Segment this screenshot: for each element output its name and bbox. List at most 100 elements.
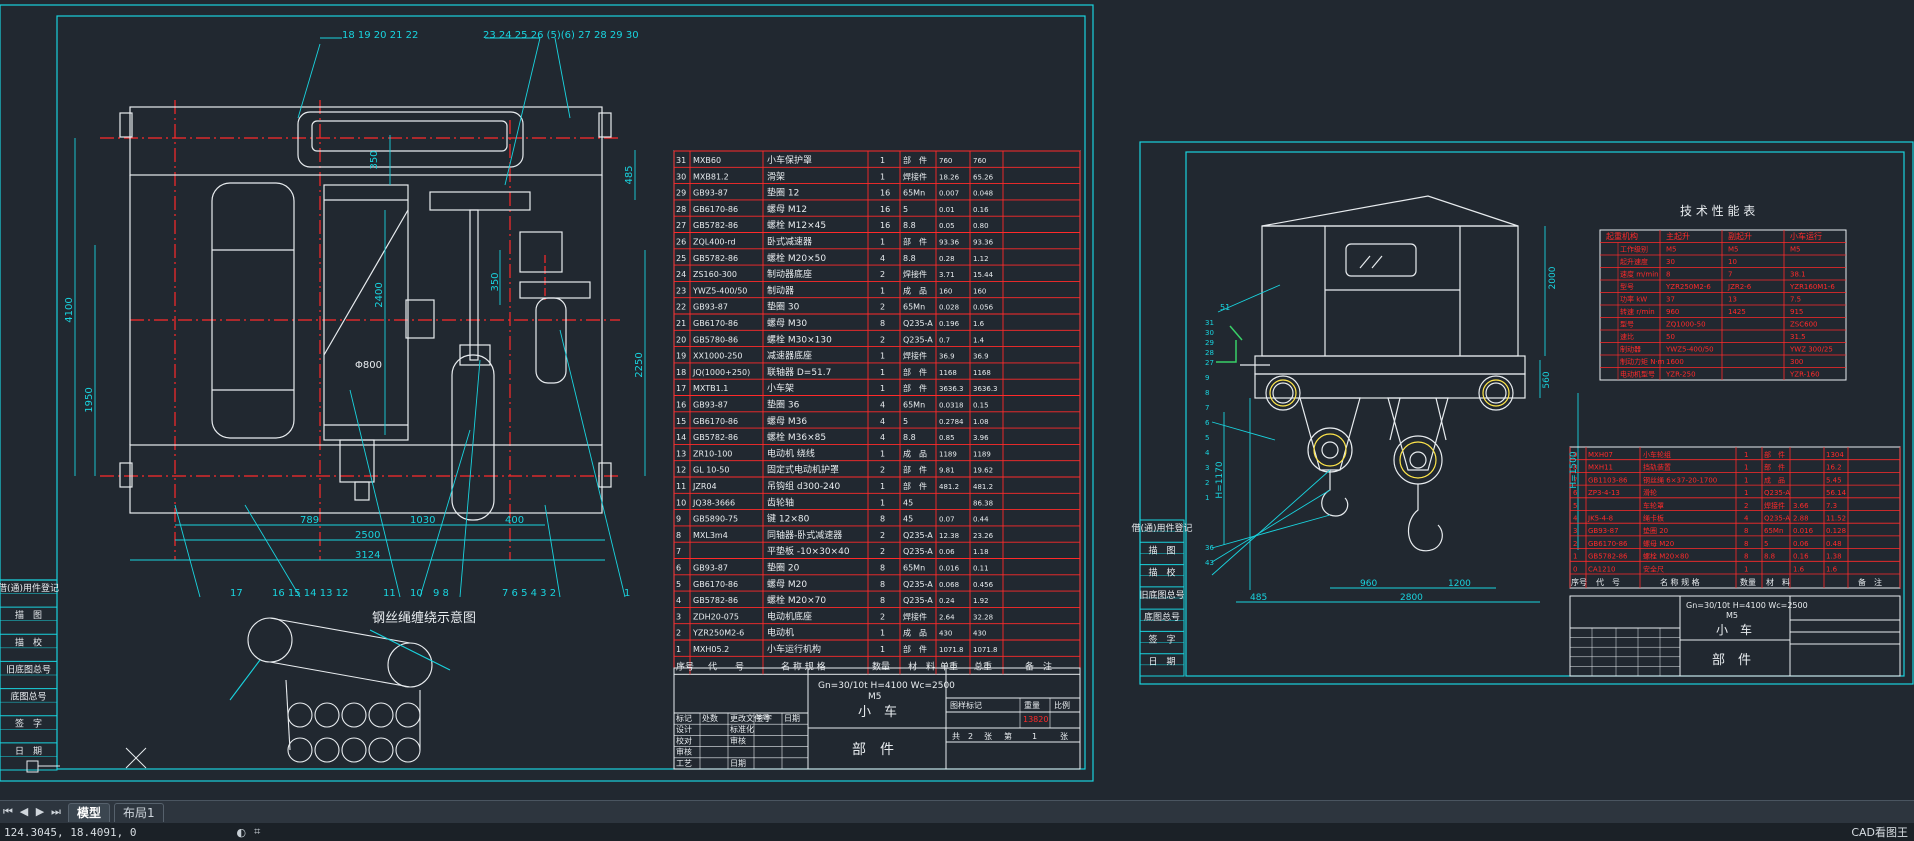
performance-cell: M5 bbox=[1728, 246, 1739, 254]
parts-cell-weight: 0.85 bbox=[939, 434, 955, 442]
parts2-cell: 56.14 bbox=[1826, 489, 1847, 497]
tab-model[interactable]: 模型 bbox=[68, 802, 111, 822]
parts-cell-name: 垫圈 36 bbox=[767, 399, 800, 411]
parts-cell-num: 6 bbox=[676, 564, 681, 573]
title-spec: Gn=30/10t H=4100 Wc=2500 bbox=[1686, 601, 1808, 610]
parts-cell-name: 螺栓 M12×45 bbox=[767, 219, 826, 231]
last-tab-icon[interactable]: ⏭ bbox=[51, 805, 61, 818]
parts-cell-qty: 16 bbox=[880, 189, 890, 198]
parts-cell-weight: 160 bbox=[939, 287, 952, 295]
strip-label: 日 期 bbox=[1148, 657, 1175, 668]
callout-number: 2 bbox=[1205, 479, 1209, 487]
parts-cell-name: 螺母 M36 bbox=[767, 416, 807, 427]
parts-cell-num: 20 bbox=[676, 335, 686, 344]
parts-cell-code: GB6170-86 bbox=[693, 319, 738, 328]
parts-cell-material: 部 件 bbox=[903, 155, 927, 165]
tab-layout1[interactable]: 布局1 bbox=[114, 802, 164, 822]
parts-cell-weight: 0.0318 bbox=[939, 402, 964, 410]
parts-cell-num: 28 bbox=[676, 205, 686, 214]
parts-cell-name: 减速器底座 bbox=[767, 350, 812, 362]
parts-cell-weight: 93.36 bbox=[939, 239, 960, 247]
parts-cell-material: 65Mn bbox=[903, 189, 925, 198]
performance-cell: 工作级别 bbox=[1620, 245, 1648, 254]
parts-cell-num: 17 bbox=[676, 384, 686, 393]
status-bar: 124.3045, 18.4091, 0 ◐ ⌗ CAD看图王 bbox=[0, 823, 1914, 841]
parts-cell-code: GB93-87 bbox=[693, 303, 728, 312]
parts-cell-total: 0.80 bbox=[973, 222, 989, 230]
parts2-cell: 8 bbox=[1744, 527, 1748, 535]
parts-cell-total: 93.36 bbox=[973, 239, 994, 247]
grid-toggle-icon[interactable]: ⌗ bbox=[254, 825, 261, 838]
performance-cell: M5 bbox=[1790, 246, 1801, 254]
parts-cell-weight: 12.38 bbox=[939, 532, 959, 540]
performance-cell: YWZ 300/25 bbox=[1789, 346, 1833, 354]
parts-cell-material: 65Mn bbox=[903, 401, 925, 410]
parts-cell-name: 电动机底座 bbox=[767, 610, 812, 622]
parts-cell-code: MXL3m4 bbox=[693, 531, 728, 540]
titleblock-cell: 标准化 bbox=[730, 724, 754, 734]
parts-cell-material: 部 件 bbox=[903, 367, 927, 377]
dimension-label: H=1500 bbox=[1569, 451, 1579, 488]
parts-cell-material: Q235-A bbox=[903, 596, 933, 605]
title-spec: Gn=30/10t H=4100 Wc=2500 bbox=[818, 681, 955, 691]
parts-cell-num: 23 bbox=[676, 286, 686, 295]
performance-cell: 1425 bbox=[1728, 308, 1746, 316]
callout-label: 23 24 25 26 (5)(6) 27 28 29 30 bbox=[483, 30, 639, 41]
snap-toggle-icon[interactable]: ◐ bbox=[236, 825, 247, 839]
next-tab-icon[interactable]: ▶ bbox=[35, 805, 45, 818]
parts-cell-material: 焊接件 bbox=[903, 171, 927, 181]
parts-cell-name: 小车架 bbox=[767, 382, 794, 394]
parts-cell-material: 成 品 bbox=[903, 448, 927, 458]
parts-cell-num: 8 bbox=[676, 531, 681, 540]
titleblock-cell: 日期 bbox=[784, 714, 800, 723]
parts-cell-num: 1 bbox=[676, 645, 681, 654]
performance-cell: 300 bbox=[1790, 358, 1803, 366]
parts-cell-num: 4 bbox=[676, 596, 681, 605]
parts2-cell: 钢丝绳 6×37-20-1700 bbox=[1643, 475, 1717, 484]
parts-cell-qty: 2 bbox=[880, 335, 885, 344]
parts-cell-name: 小车保护罩 bbox=[767, 154, 812, 166]
parts2-cell: 焊接件 bbox=[1764, 501, 1785, 510]
parts-cell-weight: 0.196 bbox=[939, 320, 960, 328]
parts-cell-weight: 0.28 bbox=[939, 255, 955, 263]
parts-cell-total: 0.16 bbox=[973, 206, 989, 214]
parts-cell-qty: 8 bbox=[880, 596, 885, 605]
parts-cell-weight: 2.64 bbox=[939, 613, 955, 621]
parts2-cell: 绳卡板 bbox=[1643, 514, 1664, 523]
parts-cell-qty: 1 bbox=[880, 156, 885, 165]
trolley-side-view bbox=[1211, 195, 1579, 603]
parts-cell-code: YZR250M2-6 bbox=[692, 629, 744, 638]
parts-cell-name: 小车运行机构 bbox=[767, 643, 821, 655]
performance-cell: 960 bbox=[1666, 308, 1679, 316]
parts-cell-weight: 0.068 bbox=[939, 581, 959, 589]
prev-tab-icon[interactable]: ◀ bbox=[19, 805, 29, 818]
parts-cell-name: 螺母 M20 bbox=[767, 579, 807, 590]
performance-cell: M5 bbox=[1666, 246, 1677, 254]
parts-cell-weight: 0.05 bbox=[939, 222, 955, 230]
parts-cell-material: Q235-A bbox=[903, 547, 933, 556]
parts-cell-material: 8.8 bbox=[903, 221, 916, 230]
parts2-cell: 5.45 bbox=[1826, 476, 1842, 484]
parts-cell-total: 1.08 bbox=[973, 418, 989, 426]
parts-cell-code: GB5890-75 bbox=[693, 515, 738, 524]
sheet2-left-strip bbox=[1139, 519, 1185, 677]
parts-cell-qty: 1 bbox=[880, 482, 885, 491]
parts-cell-code: GB6170-86 bbox=[693, 205, 738, 214]
dimension-label: 560 bbox=[1542, 371, 1552, 388]
parts2-cell: 5 bbox=[1573, 502, 1577, 510]
parts-cell-material: Q235-A bbox=[903, 319, 933, 328]
dimension-label: 350 bbox=[369, 150, 380, 169]
sheet2-title-block bbox=[1569, 595, 1901, 677]
parts-cell-qty: 2 bbox=[880, 303, 885, 312]
parts-header-cell: 材 料 bbox=[908, 660, 935, 672]
sheet1-title-block bbox=[673, 667, 1081, 770]
parts-cell-total: 0.15 bbox=[973, 402, 989, 410]
first-tab-icon[interactable]: ⏮ bbox=[3, 805, 13, 818]
parts-cell-weight: 430 bbox=[939, 630, 952, 638]
parts2-cell: 螺栓 M20×80 bbox=[1643, 552, 1689, 561]
parts-cell-total: 1168 bbox=[973, 369, 991, 377]
parts-cell-material: 8.8 bbox=[903, 254, 916, 263]
parts-cell-weight: 0.07 bbox=[939, 516, 955, 524]
parts-cell-name: 垫圈 30 bbox=[767, 301, 800, 313]
